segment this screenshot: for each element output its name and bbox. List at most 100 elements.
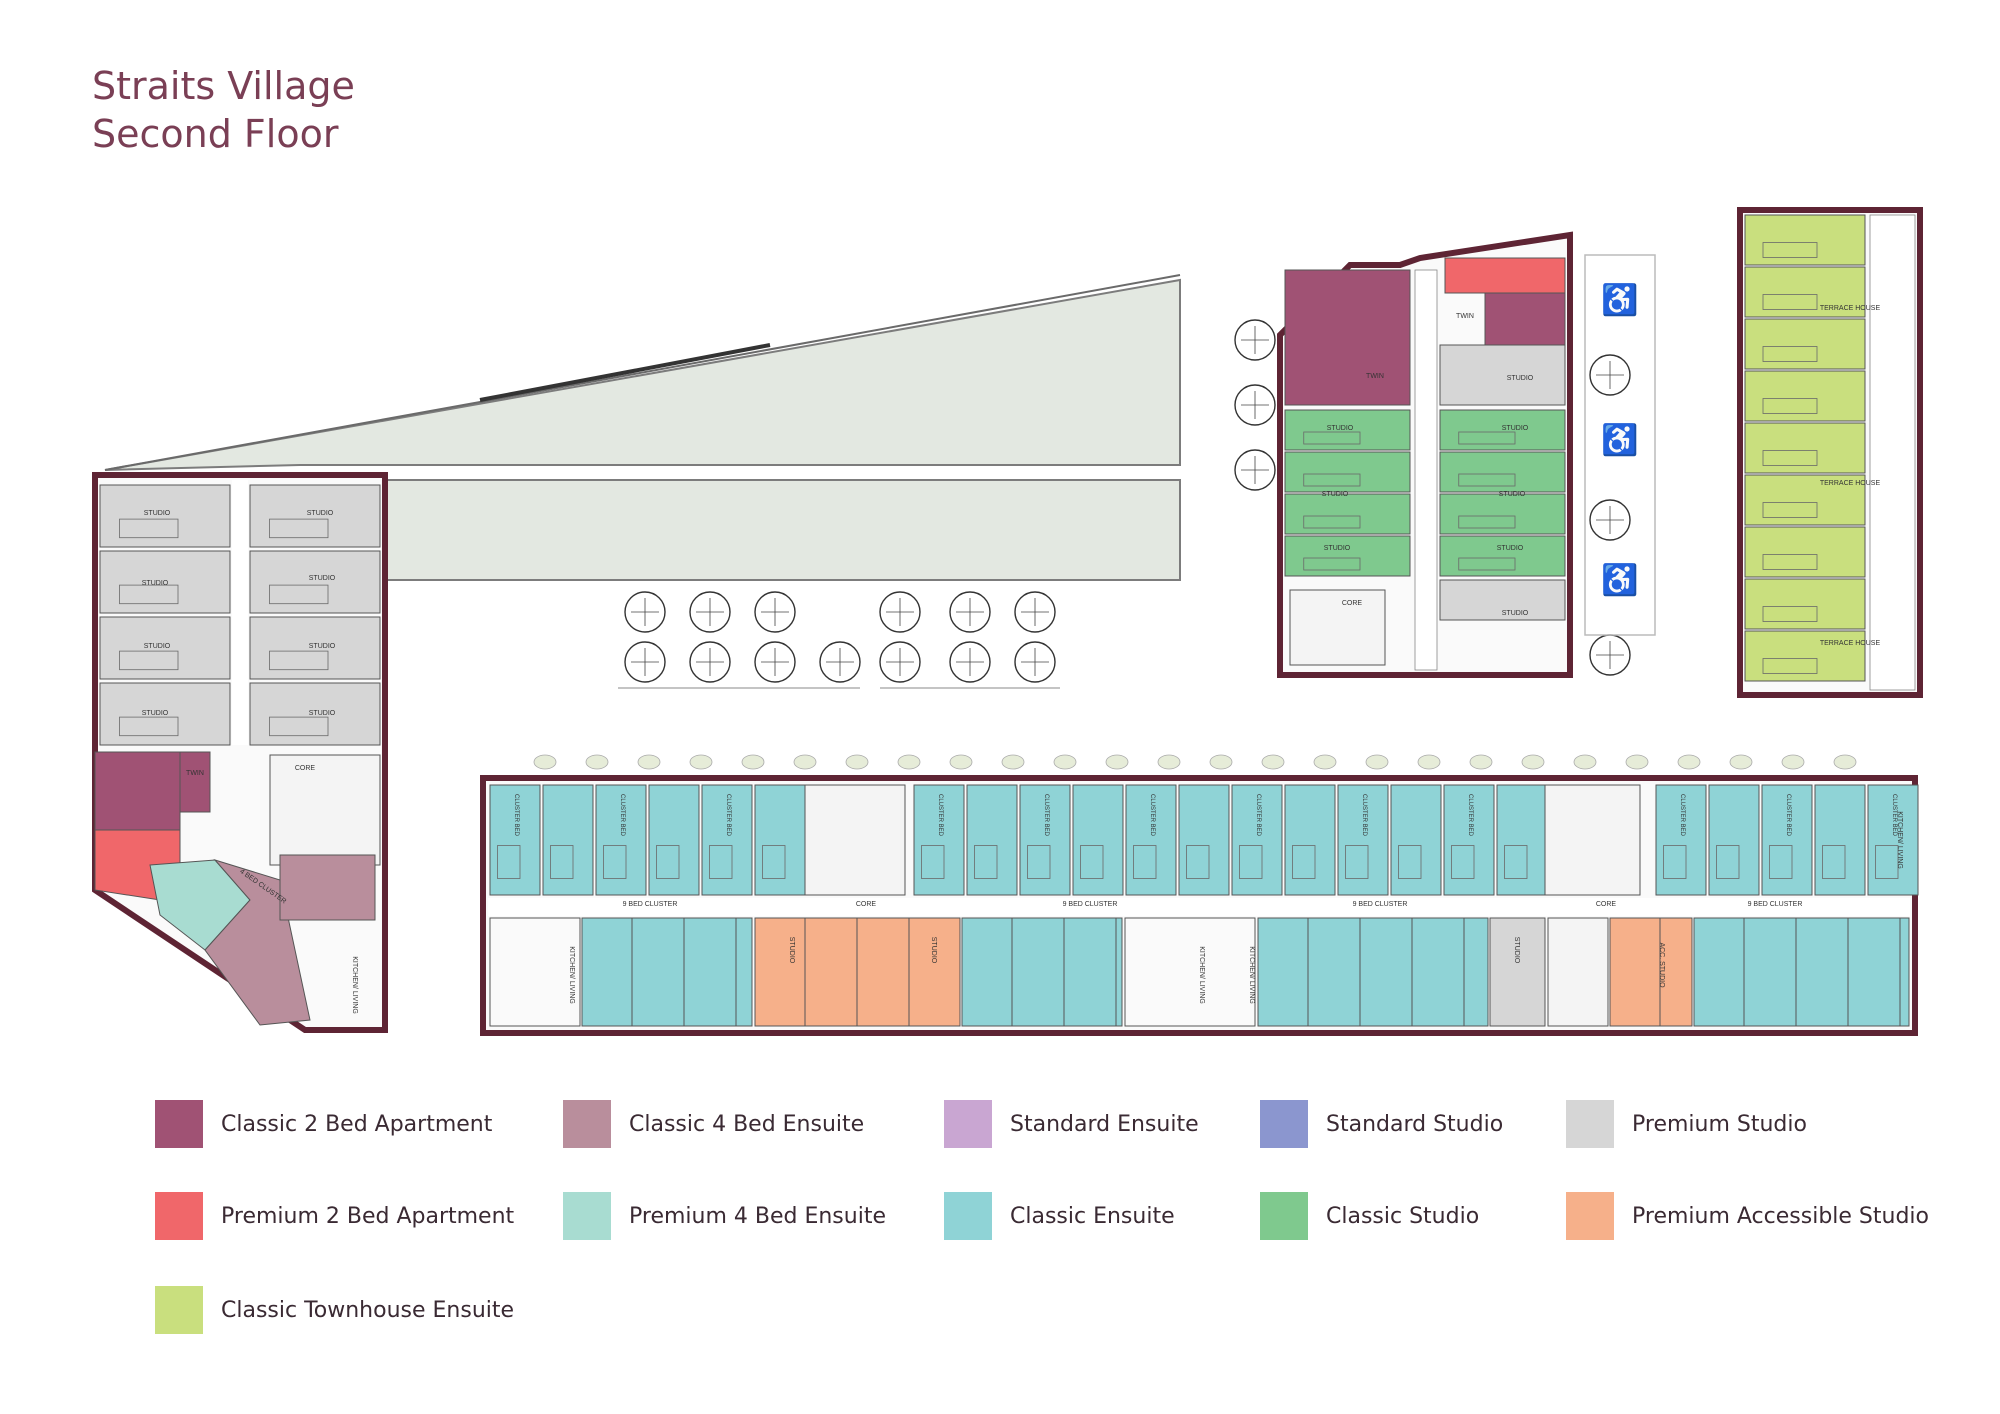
legend-item-premium-accessible-studio: Premium Accessible Studio [1566,1192,1929,1240]
legend-item-classic-townhouse-ensuite: Classic Townhouse Ensuite [155,1286,514,1334]
bed-outline [1398,845,1422,879]
plan-label: CORE [295,765,316,772]
bed-outline [1239,845,1263,879]
bed-outline [497,845,521,879]
classic-studio-unit [1439,535,1566,577]
south-block [480,754,1919,1036]
bed-outline [709,845,733,879]
plan-label: TERRACE HOUSE [1820,640,1881,647]
classic-ensuite-unit [966,784,1018,896]
bed-outline [1133,845,1157,879]
planter [845,754,869,770]
bed-outline [119,584,179,605]
classic-2-bed-room [179,751,211,813]
premium-2-bed-room [1444,257,1566,294]
townhouse-block [1737,207,1923,698]
roof-terrace [104,274,1181,581]
legend-swatch [944,1192,992,1240]
townhouse-ensuite [1744,630,1866,682]
planter [1313,754,1337,770]
trees [618,319,1631,689]
planter [1625,754,1649,770]
classic-ensuite-unit [1337,784,1389,896]
legend-swatch [1566,1192,1614,1240]
classic-ensuite-unit [1867,784,1919,896]
north-east-block [1277,231,1573,678]
legend-label: Premium Accessible Studio [1632,1203,1929,1229]
plan-label: STUDIO [307,510,334,517]
plan-label: STUDIO [1499,491,1526,498]
bed-outline [1345,845,1369,879]
plan-label: CORE [856,901,877,908]
plan-label: CLUSTER BED [1361,794,1367,837]
bed-outline [921,845,945,879]
classic-studio-unit [1284,535,1411,577]
legend-label: Classic 4 Bed Ensuite [629,1111,865,1137]
planter [1417,754,1441,770]
townhouse-ensuite [1744,370,1866,422]
bed-outline [603,845,627,879]
legend-label: Premium 2 Bed Apartment [221,1203,515,1229]
planter [1001,754,1025,770]
bed-outline [269,584,329,605]
core [804,784,906,896]
plan-label: 9 BED CLUSTER [623,901,678,908]
classic-2-bed-room [94,751,181,833]
classic-studio-unit [1284,409,1411,451]
bed-outline [1458,557,1516,571]
legend-label: Standard Studio [1326,1111,1504,1137]
bed-outline [1663,845,1687,879]
bed-outline [1875,845,1899,879]
premium-studio-unit [1439,344,1566,406]
townhouse-ensuite [1744,474,1866,526]
title-line-2: Second Floor [92,112,339,156]
classic-4-bed-room [279,854,376,921]
plan-label: KITCHEN/ LIVING [1896,811,1903,869]
plan-label: CLUSTER BED [725,794,731,837]
plan-label: STUDIO [144,510,171,517]
plan-label: STUDIO [1497,545,1524,552]
wheelchair-icon: ♿ [1601,282,1638,317]
bed-outline [1762,346,1818,362]
plan-label: CLUSTER BED [619,794,625,837]
classic-ensuite-unit [1761,784,1813,896]
plan-label: 9 BED CLUSTER [1353,901,1408,908]
plan-label: KITCHEN/ LIVING [351,956,358,1014]
bed-outline [1762,658,1818,674]
corridor [1414,269,1438,671]
plan-label: CLUSTER BED [1785,794,1791,837]
legend-item-premium-2-bed-apartment: Premium 2 Bed Apartment [155,1192,514,1240]
classic-studio-unit [1284,451,1411,493]
plan-label: ACC. STUDIO [1658,942,1665,988]
planter [1053,754,1077,770]
plan-label: TWIN [1456,313,1474,320]
planter [1469,754,1493,770]
legend-label: Premium Studio [1632,1111,1807,1137]
premium-studio-unit [99,484,231,548]
legend-swatch [944,1100,992,1148]
premium-studio-unit [1439,579,1566,621]
bed-outline [1762,242,1818,258]
plan-label: CORE [1342,600,1363,607]
planter [1677,754,1701,770]
core [1544,784,1641,896]
plan-label: STUDIO [309,575,336,582]
plan-label: KITCHEN/ LIVING [1198,946,1205,1004]
corridor [232,480,248,745]
bed-outline [269,716,329,737]
planter [689,754,713,770]
planter [949,754,973,770]
classic-ensuite-unit [581,917,753,1027]
bed-outline [1080,845,1104,879]
classic-ensuite-unit [1708,784,1760,896]
classic-ensuite-unit [1284,784,1336,896]
plan-label: STUDIO [142,710,169,717]
classic-ensuite-unit [1178,784,1230,896]
classic-ensuite-unit [1257,917,1489,1027]
planter [1729,754,1753,770]
planter [1157,754,1181,770]
classic-2-bed-room [1484,289,1566,346]
premium-accessible-studio-unit [1609,917,1693,1027]
plan-label: STUDIO [144,643,171,650]
bed-outline [1458,473,1516,487]
